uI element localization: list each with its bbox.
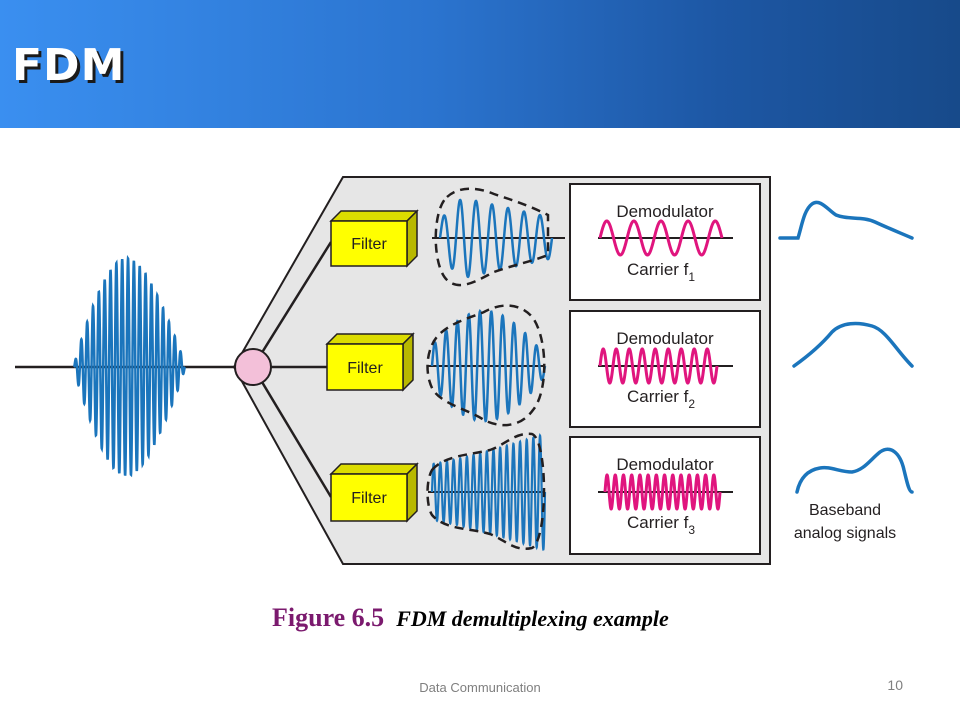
filtered-signal-2 xyxy=(430,308,547,423)
splitter-node xyxy=(234,348,272,386)
svg-text:Carrier f1: Carrier f1 xyxy=(627,260,695,284)
filtered-signal-1 xyxy=(438,198,554,279)
carrier-subscript: 1 xyxy=(688,270,695,284)
filter-label: Filter xyxy=(351,490,387,507)
filtered-envelope-3 xyxy=(426,432,546,551)
title-bar: FDM xyxy=(0,0,960,128)
baseband-signal-1 xyxy=(778,200,914,240)
footer-text: Data Communication xyxy=(419,680,541,695)
slide-title: FDM xyxy=(12,40,126,91)
carrier-label: Carrier f xyxy=(627,387,689,406)
carrier-label: Carrier f xyxy=(627,513,689,532)
filter-3: Filter xyxy=(329,462,419,523)
filter-2: Filter xyxy=(325,332,415,392)
carrier-label: Carrier f xyxy=(627,260,689,279)
branch-line-1 xyxy=(251,241,333,368)
demodulator-3: Demodulator Carrier f3 xyxy=(569,436,761,555)
carrier-wave-1 xyxy=(598,219,724,257)
filter-1: Filter xyxy=(329,209,419,268)
filtered-signal-3 xyxy=(430,432,547,551)
filter-label: Filter xyxy=(347,360,383,377)
baseband-label: Baseband xyxy=(809,502,881,519)
baseband-signal-3 xyxy=(795,447,914,494)
baseband-label-line2: analog signals xyxy=(794,525,896,542)
figure-caption: Figure 6.5 FDM demultiplexing example xyxy=(272,603,669,633)
carrier-subscript: 2 xyxy=(688,397,695,411)
demodulator-1: Demodulator Carrier f1 xyxy=(569,183,761,301)
carrier-wave-2 xyxy=(598,347,719,385)
demodulator-label: Demodulator xyxy=(616,329,714,348)
carrier-wave-3 xyxy=(603,473,722,511)
carrier-subscript: 3 xyxy=(688,523,695,537)
figure-title: FDM demultiplexing example xyxy=(396,606,669,631)
demodulator-2: Demodulator Carrier f2 xyxy=(569,310,761,428)
page-number: 10 xyxy=(887,677,903,693)
composite-input-signal xyxy=(72,254,187,478)
demodulator-label: Demodulator xyxy=(616,455,714,474)
filtered-envelope-1 xyxy=(434,187,550,287)
svg-text:Carrier f2: Carrier f2 xyxy=(627,387,695,411)
demodulator-label: Demodulator xyxy=(616,202,714,221)
svg-text:Carrier f3: Carrier f3 xyxy=(627,513,695,537)
baseband-signal-2 xyxy=(792,321,914,368)
filtered-envelope-2 xyxy=(426,304,546,427)
branch-line-3 xyxy=(251,366,333,498)
figure-number: Figure 6.5 xyxy=(272,603,385,632)
filter-label: Filter xyxy=(351,236,387,253)
